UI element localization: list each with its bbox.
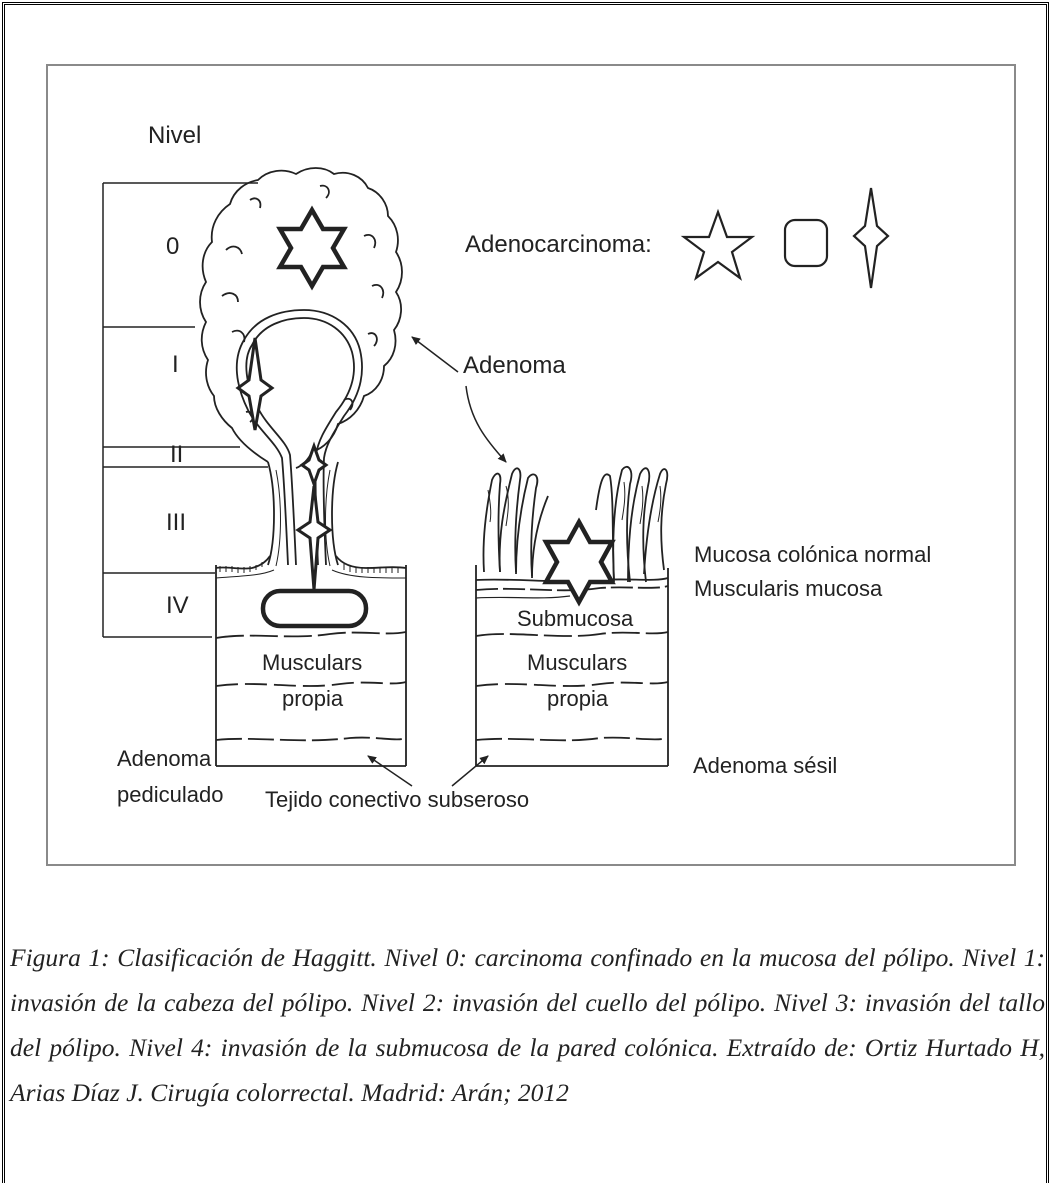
adenocarcinoma-legend (684, 188, 888, 288)
muscularis-propia-label-right-2: propia (547, 686, 609, 711)
submucosa-label: Submucosa (517, 606, 634, 631)
adenoma-label: Adenoma (463, 352, 566, 379)
tejido-conectivo-arrows (368, 756, 488, 786)
mucosa-normal-label: Mucosa colónica normal (694, 542, 931, 567)
rounded-square-icon (785, 220, 827, 266)
adenoma-pediculado-label-2: pediculado (117, 782, 223, 807)
star-icon (684, 212, 752, 278)
level-label-4: IV (166, 592, 189, 619)
muscularis-propia-label-right-1: Musculars (527, 650, 627, 675)
tejido-conectivo-label: Tejido conectivo subseroso (265, 787, 529, 812)
star-of-david-icon (280, 210, 344, 286)
levels-heading: Nivel (148, 122, 201, 149)
star-of-david-icon (546, 522, 612, 602)
level-label-0: 0 (166, 233, 179, 260)
level-label-2: II (170, 441, 183, 468)
rounded-rectangle-icon (263, 591, 366, 626)
four-point-star-icon (302, 446, 326, 484)
adenoma-pediculado-label-1: Adenoma (117, 746, 212, 771)
adenoma-sesil-label: Adenoma sésil (693, 753, 837, 778)
level-label-3: III (166, 509, 186, 536)
figure-caption: Figura 1: Clasificación de Haggitt. Nive… (10, 935, 1045, 1115)
muscularis-propia-label-left-2: propia (282, 686, 344, 711)
four-point-star-icon (238, 338, 272, 430)
muscularis-mucosa-label: Muscularis mucosa (694, 576, 883, 601)
muscularis-propia-label-left-1: Musculars (262, 650, 362, 675)
level-label-1: I (172, 351, 179, 378)
four-point-star-icon (854, 188, 888, 288)
adenocarcinoma-label: Adenocarcinoma: (465, 231, 652, 258)
